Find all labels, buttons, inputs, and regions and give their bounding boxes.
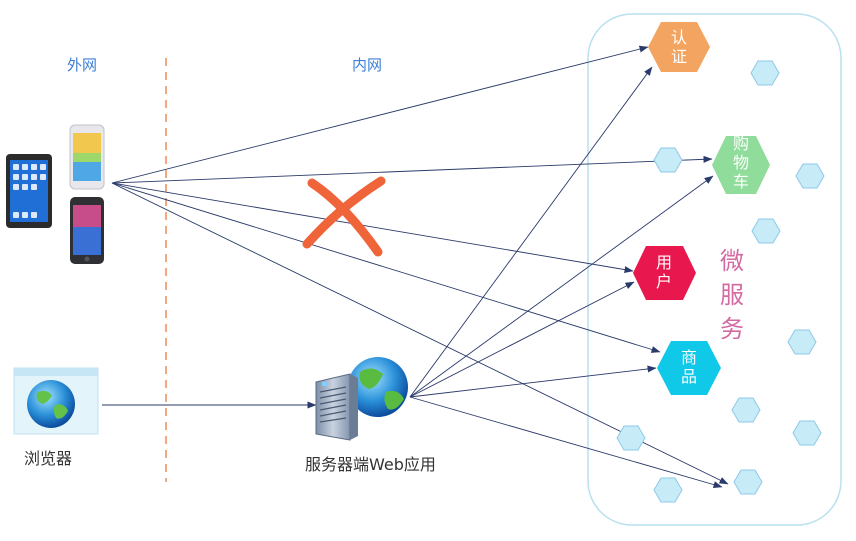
cart-service-hex <box>712 136 770 194</box>
small-service-hexagons <box>616 60 825 503</box>
microservices-label-char: 务 <box>720 315 744 343</box>
x-mark-icon <box>302 176 386 257</box>
arrow-webapp-to-user <box>409 281 635 398</box>
small-hex-icon <box>750 60 780 86</box>
cart-label-char: 车 <box>732 172 749 191</box>
cart-label-char: 购 <box>732 134 749 153</box>
auth-service-label: 认 证 <box>657 28 701 66</box>
small-hex-icon <box>733 469 763 495</box>
browser-label: 浏览器 <box>24 449 73 468</box>
product-label-char: 商 <box>680 348 697 367</box>
small-hex-icon <box>653 147 683 173</box>
product-label-char: 品 <box>680 367 697 386</box>
internal-network-label: 内网 <box>352 56 383 74</box>
product-service-label: 商 品 <box>667 348 711 386</box>
user-service-label: 用 户 <box>642 253 686 291</box>
web-app-label: 服务器端Web应用 <box>305 455 436 474</box>
external-network-label: 外网 <box>67 56 98 74</box>
browser-globe-icon <box>13 367 99 435</box>
small-hex-icon <box>616 425 646 451</box>
user-label-char: 用 <box>655 253 672 272</box>
arrow-webapp-to-cart <box>409 175 714 398</box>
server-globe-icon <box>315 357 408 441</box>
product-service-hex <box>657 341 721 395</box>
small-hex-icon <box>653 477 683 503</box>
arrow-devices-to-auth <box>111 45 649 184</box>
microservices-label-char: 服 <box>720 281 744 309</box>
cart-service-label: 购 物 车 <box>719 134 763 191</box>
auth-service-hex <box>648 22 710 72</box>
tablet-and-phones-icon <box>6 124 105 264</box>
small-hex-icon <box>795 163 825 189</box>
microservices-label: 微 服 务 <box>717 244 747 346</box>
arrow-devices-to-user <box>111 182 634 274</box>
arrow-devices-to-product <box>111 182 661 353</box>
small-hex-icon <box>751 218 781 244</box>
small-hex-icon <box>731 397 761 423</box>
arrow-webapp-to-product <box>409 365 657 398</box>
arrow-webapp-to-auth <box>409 66 653 398</box>
connection-arrows <box>102 45 729 489</box>
arrow-webapp-to-service <box>409 396 723 489</box>
cart-label-char: 物 <box>732 153 749 172</box>
arrow-devices-to-cart <box>111 155 713 184</box>
microservices-label-char: 微 <box>720 247 744 275</box>
user-label-char: 户 <box>655 272 672 291</box>
auth-label-char: 证 <box>670 47 687 66</box>
small-hex-icon <box>787 329 817 355</box>
microservices-container <box>587 13 842 526</box>
auth-label-char: 认 <box>670 28 687 47</box>
small-hex-icon <box>792 420 822 446</box>
user-service-hex <box>633 246 696 300</box>
